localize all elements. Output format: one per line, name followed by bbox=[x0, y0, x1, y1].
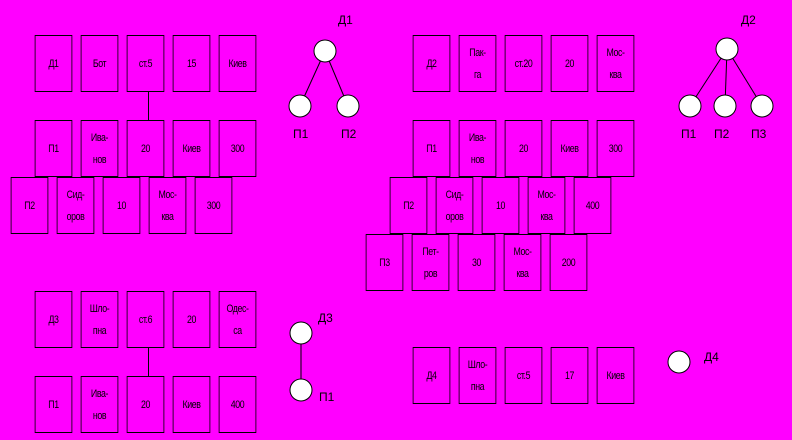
tree-node-root bbox=[289, 321, 313, 345]
record-connector bbox=[148, 348, 149, 376]
record-field-cell: Киев bbox=[596, 347, 635, 404]
record-field-cell: Мос- ква bbox=[596, 35, 635, 92]
record-field-cell: Киев bbox=[550, 120, 589, 177]
record-id-cell: Д1 bbox=[34, 35, 73, 92]
tree-label: Д4 bbox=[704, 350, 719, 364]
record-field-cell: Сид- оров bbox=[56, 177, 95, 234]
record-field-cell: 15 bbox=[172, 35, 211, 92]
tree-node bbox=[678, 94, 702, 118]
record-field-cell: 17 bbox=[550, 347, 589, 404]
record-field-cell: 200 bbox=[549, 234, 588, 291]
record-field-cell: 20 bbox=[126, 120, 165, 177]
tree-label: П2 bbox=[341, 127, 357, 141]
record-field-cell: 20 bbox=[126, 376, 165, 433]
record-field-cell: Шло- пна bbox=[458, 347, 497, 404]
record-field-cell: 20 bbox=[550, 35, 589, 92]
record-id-cell: П1 bbox=[34, 376, 73, 433]
record-field-cell: Ива- нов bbox=[80, 376, 119, 433]
record-field-cell: Бот bbox=[80, 35, 119, 92]
tree-d3: Д3 П1 bbox=[289, 311, 335, 404]
tree-node bbox=[289, 378, 313, 402]
record-id-cell: П2 bbox=[10, 177, 49, 234]
tree-label: П1 bbox=[319, 390, 335, 404]
record-field-cell: 30 bbox=[457, 234, 496, 291]
record-field-cell: Сид- оров bbox=[435, 177, 474, 234]
record-field-cell: Киев bbox=[218, 35, 257, 92]
tree-node bbox=[713, 94, 737, 118]
record-id-cell: Д4 bbox=[412, 347, 451, 404]
record-field-cell: Киев bbox=[172, 120, 211, 177]
record-field-cell: 300 bbox=[194, 177, 233, 234]
tree-node bbox=[336, 94, 360, 118]
record-field-cell: 400 bbox=[573, 177, 612, 234]
record-field-cell: 10 bbox=[481, 177, 520, 234]
tree-label: Д2 bbox=[741, 13, 756, 27]
record-field-cell: 20 bbox=[172, 291, 211, 348]
tree-d4: Д4 bbox=[667, 350, 719, 374]
record-field-cell: Мос- ква bbox=[148, 177, 187, 234]
record-id-cell: П1 bbox=[412, 120, 451, 177]
record-field-cell: Ива- нов bbox=[458, 120, 497, 177]
record-field-cell: ст.20 bbox=[504, 35, 543, 92]
tree-d2: Д2 П1 П2 П3 bbox=[678, 13, 774, 141]
record-field-cell: 400 bbox=[218, 376, 257, 433]
record-connector bbox=[148, 92, 149, 120]
record-field-cell: Мос- ква bbox=[503, 234, 542, 291]
tree-label: П2 bbox=[714, 127, 730, 141]
record-field-cell: 300 bbox=[596, 120, 635, 177]
record-field-cell: ст.5 bbox=[126, 35, 165, 92]
tree-node bbox=[288, 94, 312, 118]
record-field-cell: 20 bbox=[504, 120, 543, 177]
record-field-cell: ст.5 bbox=[504, 347, 543, 404]
record-field-cell: 10 bbox=[102, 177, 141, 234]
tree-node-root bbox=[313, 39, 337, 63]
record-id-cell: Д3 bbox=[34, 291, 73, 348]
record-id-cell: Д2 bbox=[412, 35, 451, 92]
record-field-cell: Шло- пна bbox=[80, 291, 119, 348]
tree-label: П1 bbox=[681, 127, 697, 141]
record-id-cell: П2 bbox=[389, 177, 428, 234]
record-field-cell: Мос- ква bbox=[527, 177, 566, 234]
record-field-cell: Ива- нов bbox=[80, 120, 119, 177]
tree-node bbox=[750, 94, 774, 118]
record-field-cell: ст.6 bbox=[126, 291, 165, 348]
tree-node-root bbox=[715, 37, 739, 61]
record-field-cell: Пет- ров bbox=[411, 234, 450, 291]
record-field-cell: Одес- са bbox=[218, 291, 257, 348]
record-id-cell: П1 bbox=[34, 120, 73, 177]
tree-label: П1 bbox=[293, 127, 309, 141]
record-field-cell: 300 bbox=[218, 120, 257, 177]
tree-d1: Д1 П1 П2 bbox=[288, 13, 360, 141]
tree-label: Д3 bbox=[318, 311, 333, 325]
tree-label: Д1 bbox=[338, 13, 353, 27]
tree-label: П3 bbox=[751, 127, 767, 141]
record-id-cell: П3 bbox=[365, 234, 404, 291]
tree-node-root bbox=[667, 350, 691, 374]
record-field-cell: Пак- га bbox=[458, 35, 497, 92]
record-field-cell: Киев bbox=[172, 376, 211, 433]
